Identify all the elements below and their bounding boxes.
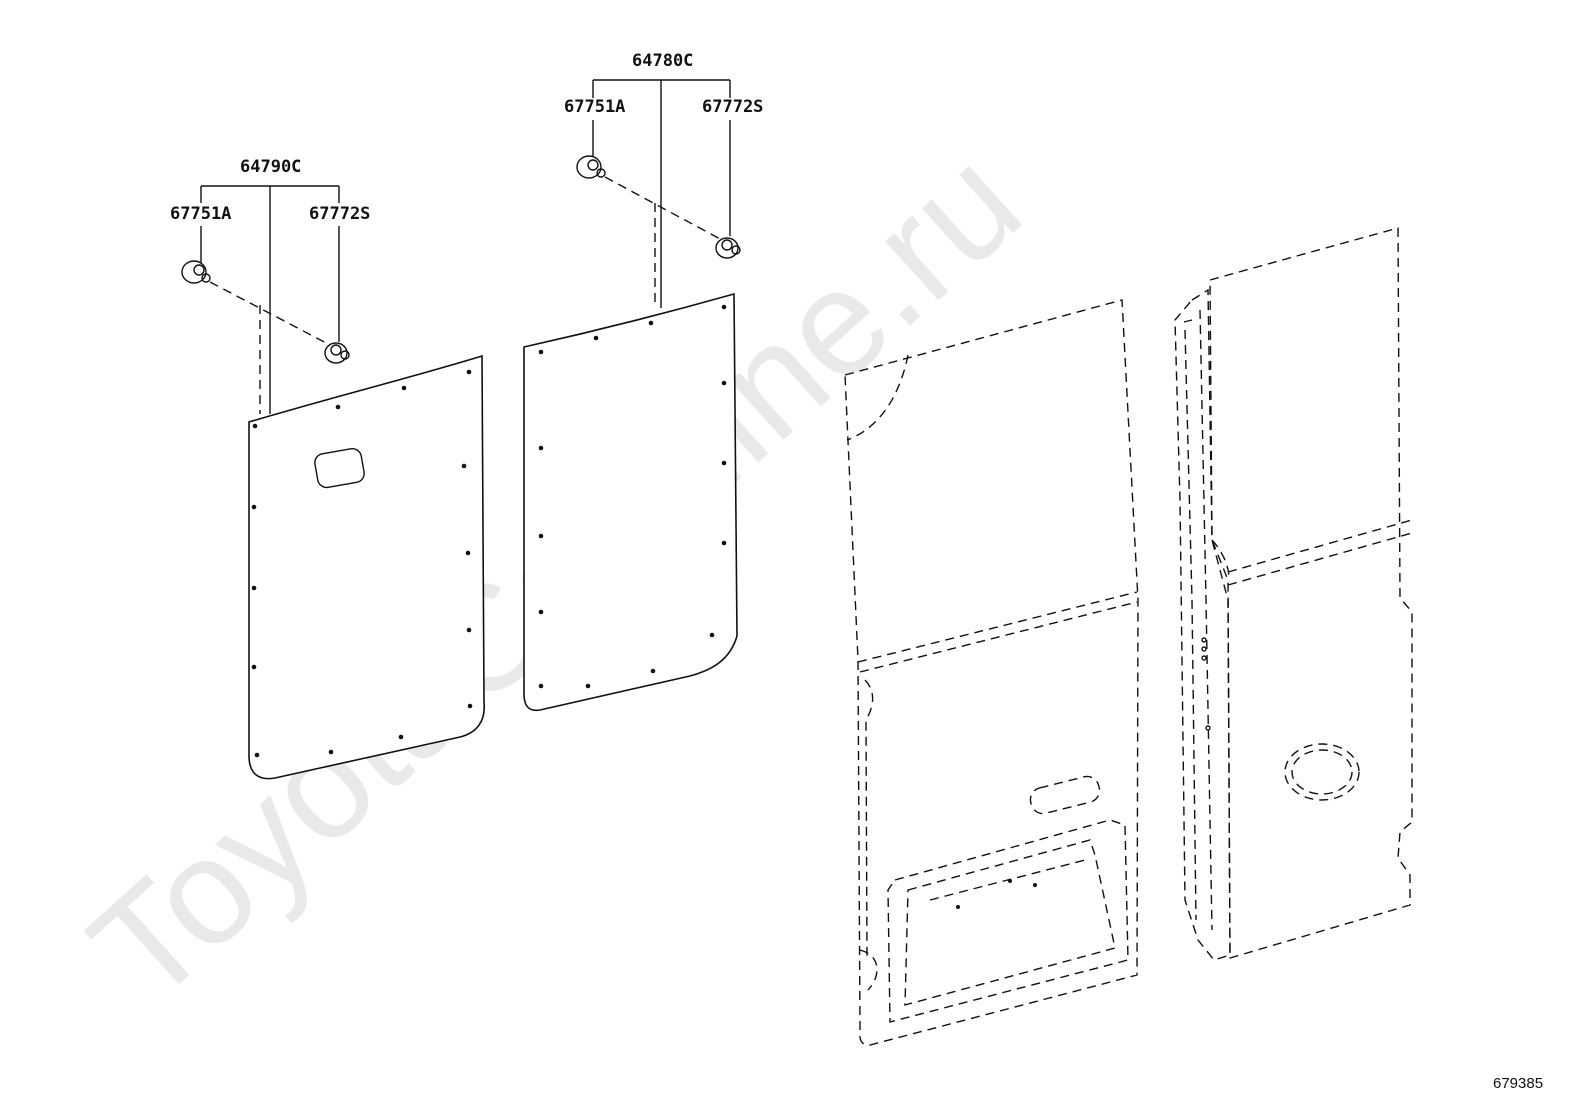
left-clip-part-label[interactable]: 67751A — [170, 204, 231, 224]
rear-side-section — [1174, 227, 1413, 961]
left-panel-clip-holes — [251, 369, 473, 758]
left-clip-icon — [181, 260, 211, 284]
door-outline — [844, 299, 1139, 1046]
right-fastener-icon — [715, 237, 741, 259]
left-fastener-icon — [324, 342, 350, 364]
right-panel-clip-holes — [538, 304, 727, 689]
left-panel-handle-recess — [314, 447, 365, 489]
right-clip-icon — [576, 155, 606, 179]
left-assembly: 64790C 67751A 67772S — [170, 157, 485, 780]
right-assembly: 64780C 67751A 67772S — [523, 51, 763, 712]
right-parent-part-label[interactable]: 64780C — [632, 51, 693, 71]
right-door-trim-panel — [523, 292, 738, 712]
left-fastener-part-label[interactable]: 67772S — [309, 204, 370, 224]
left-door-trim-panel — [248, 354, 485, 780]
right-clip-part-label[interactable]: 67751A — [564, 97, 625, 117]
figure-number: 679385 — [1493, 1075, 1543, 1092]
right-fastener-part-label[interactable]: 67772S — [702, 97, 763, 117]
left-parent-part-label[interactable]: 64790C — [240, 157, 301, 177]
